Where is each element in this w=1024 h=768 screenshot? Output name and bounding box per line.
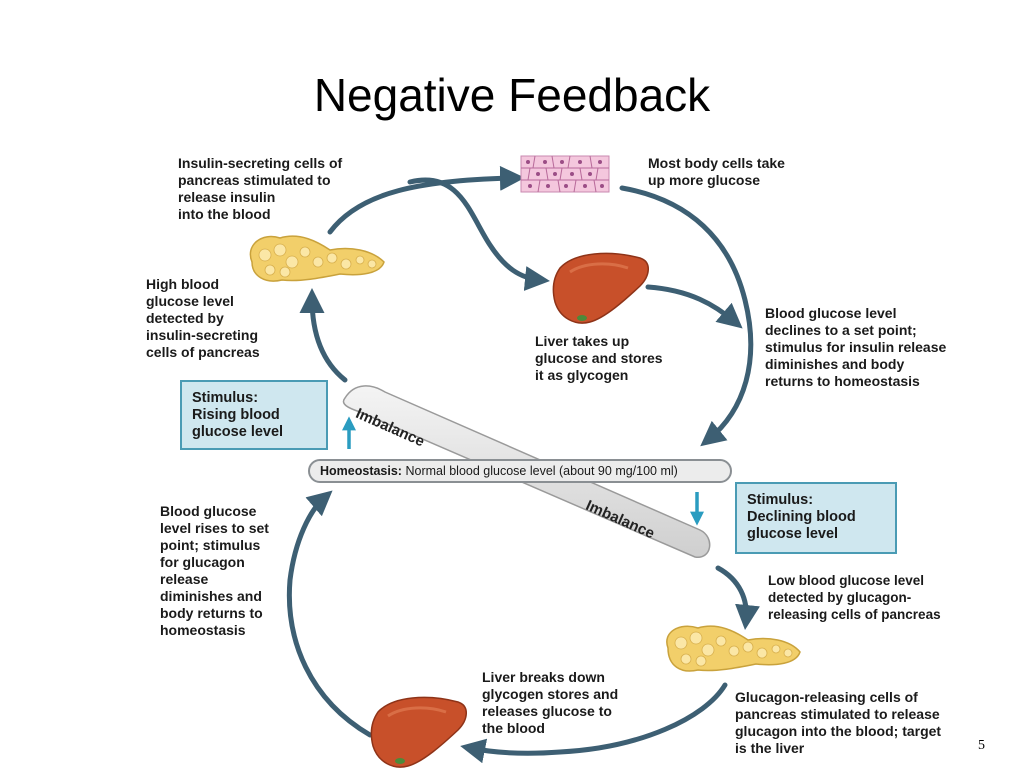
arrow-to-body-cells — [327, 165, 525, 235]
arrow-to-pancreas-top — [299, 288, 348, 383]
homeostasis-label: Homeostasis: — [320, 464, 402, 478]
liver-bottom-image — [370, 696, 467, 768]
insulin-secreting-label: Insulin-secreting cells of pancreas stim… — [178, 155, 343, 222]
arrow-liver-to-right — [645, 284, 743, 329]
stimulus-declining-box: Stimulus: Declining blood glucose level — [735, 482, 897, 554]
feedback-arrows — [286, 165, 760, 764]
arrow-to-liver-bottom — [460, 682, 728, 764]
liver-top-image — [552, 252, 649, 324]
rises-label: Blood glucose level rises to set point; … — [160, 503, 269, 638]
declines-label: Blood glucose level declines to a set po… — [765, 305, 947, 389]
arrow-to-pancreas-bottom — [715, 565, 760, 630]
homeostasis-bar: Homeostasis: Normal blood glucose level … — [308, 459, 732, 483]
glucagon-releasing-label: Glucagon-releasing cells of pancreas sti… — [735, 689, 942, 756]
homeostasis-text: Normal blood glucose level (about 90 mg/… — [405, 464, 678, 478]
pancreas-bottom-image — [666, 625, 801, 672]
body-cells-label: Most body cells take up more glucose — [648, 155, 785, 188]
page-number: 5 — [978, 738, 985, 753]
liver-takes-up-label: Liver takes up glucose and stores it as … — [535, 333, 663, 383]
body-cells-image — [520, 155, 610, 193]
high-glucose-label: High blood glucose level detected by ins… — [146, 276, 260, 360]
arrow-to-homeostasis-right — [619, 185, 754, 447]
low-glucose-label: Low blood glucose level detected by gluc… — [768, 573, 941, 622]
arrow-to-homeostasis-left — [286, 490, 373, 738]
stimulus-arrows — [342, 416, 704, 526]
pancreas-top-image — [249, 235, 385, 282]
stimulus-rising-box: Stimulus: Rising blood glucose level — [180, 380, 328, 450]
slide-title: Negative Feedback — [313, 69, 711, 121]
arrow-to-liver-top — [407, 177, 550, 291]
liver-breaks-label: Liver breaks down glycogen stores and re… — [482, 669, 619, 736]
